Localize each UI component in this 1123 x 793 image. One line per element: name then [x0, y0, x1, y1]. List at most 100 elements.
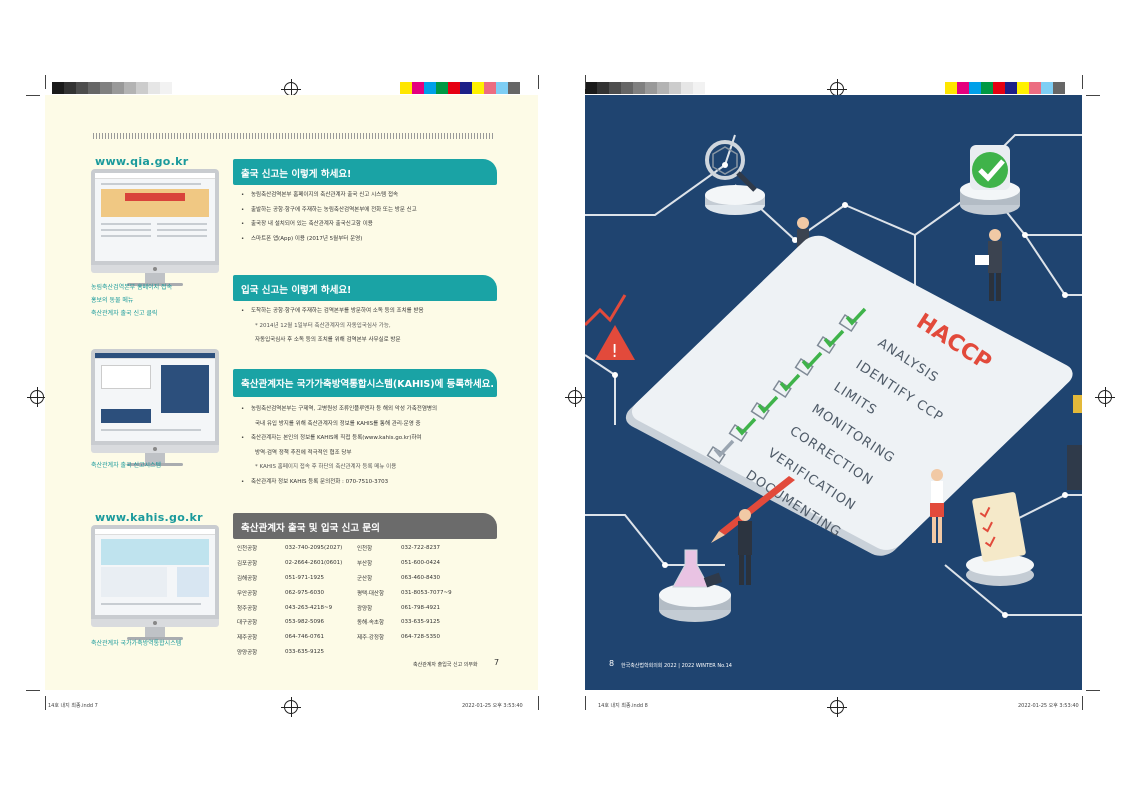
crop-mark [1086, 95, 1100, 96]
list-item: 농림축산검역본부 홈페이지의 축산관계자 출국 신고 시스템 접속 [241, 188, 501, 203]
left-page: www.qia.go.kr 농림축산검역본부 홈 [45, 95, 538, 690]
checkbox-icon [706, 445, 726, 465]
crop-mark [538, 696, 539, 710]
checkmark-icon [735, 417, 757, 436]
list-note: * KAHIS 홈페이지 접속 후 하단의 축산관계자 등록 메뉴 이용 [255, 464, 397, 470]
qia-url[interactable]: www.qia.go.kr [95, 155, 189, 168]
page-footer: 축산관계자 출입국 신고 의무화 [413, 662, 478, 668]
contact-location: 제주공항 [237, 635, 258, 642]
grayscale-bar-left [52, 82, 172, 94]
section-outbound-title: 출국 신고는 이렇게 하세요! [233, 159, 497, 185]
kahis-caption: 축산관계자 국가가축방역통합시스템 [91, 640, 182, 647]
checkmark-icon [823, 329, 845, 348]
contact-location: 양양공항 [237, 649, 258, 656]
page-number: 7 [494, 658, 500, 667]
contact-phone: 031-8053-7077~9 [401, 589, 452, 596]
list-note-cont: 자동입국심사 후 소독 등의 조치를 위해 검역본부 사무실로 방문 [255, 337, 401, 343]
list-item: 도착하는 공항·항구에 주재하는 검역본부를 방문하여 소독 등의 조치를 받음 [241, 304, 501, 319]
kahis-list: 농림축산검역본부는 구제역, 고병원성 조류인플루엔자 등 해외 악성 가축전염… [241, 402, 501, 489]
contact-phone: 043-263-4218~9 [285, 604, 333, 611]
contact-phone: 032-740-2095(2027) [285, 545, 343, 552]
outbound-list: 농림축산검역본부 홈페이지의 축산관계자 출국 신고 시스템 접속 출발하는 공… [241, 188, 501, 246]
registration-mark-icon [565, 387, 585, 407]
list-item: 스마트폰 앱(App) 이용 (2017년 5월부터 운영) [241, 232, 501, 247]
registration-mark-icon [281, 79, 301, 99]
list-item: 농림축산검역본부는 구제역, 고병원성 조류인플루엔자 등 해외 악성 가축전염… [241, 402, 501, 417]
outbound-system-screenshot [95, 353, 215, 441]
contact-phone: 053-982-5096 [285, 619, 324, 626]
checkbox-icon [816, 335, 836, 355]
qia-caption: 농림축산검역본부 홈페이지 접속 홍보의 동물 메뉴 축산관계자 출국 신고 클… [91, 284, 173, 317]
checkmark-icon [779, 373, 801, 392]
list-item: 축산관계자 정보 KAHIS 등록 문의전화 : 070-7510-3703 [241, 475, 501, 490]
contact-location: 대구공항 [237, 620, 258, 627]
checkbox-icon [750, 401, 770, 421]
slug-right-date: 2022-01-25 오후 3:53:40 [1018, 703, 1079, 709]
contact-location: 평택·대산항 [357, 590, 385, 597]
color-bar-left [400, 82, 520, 94]
contact-location: 청주공항 [237, 605, 258, 612]
crop-mark [26, 95, 40, 96]
warning-icon: ! [585, 294, 635, 362]
crop-mark [26, 690, 40, 691]
slug-left-date: 2022-01-25 오후 3:53:40 [462, 703, 523, 709]
contact-location: 군산항 [357, 575, 373, 582]
qia-homepage-screenshot [95, 173, 215, 261]
table-row: 양양공항 033-635-9125 [237, 645, 471, 660]
list-item: 출국장 내 설치되어 있는 축산관계자 출국신고함 이용 [241, 217, 501, 232]
crop-mark [1082, 696, 1083, 710]
flask-icon [659, 549, 731, 622]
page-number: 8 [609, 659, 615, 668]
grayscale-bar-right [585, 82, 705, 94]
contact-location: 제주·강정항 [357, 635, 385, 642]
contact-location: 인천항 [357, 546, 373, 553]
magnifier-icon [705, 140, 765, 215]
list-item-cont: 방역·검역 정책 추진에 적극적인 협조 당부 [255, 449, 352, 456]
checkmark-icon [801, 351, 823, 370]
crop-mark [1082, 75, 1083, 89]
list-item: 축산관계자는 본인의 정보를 KAHIS에 직접 등록(www.kahis.go… [241, 431, 501, 446]
haccp-board [625, 235, 1073, 556]
page-footer: 한국축산법학회의회 2022 | 2022 WINTER No.14 [621, 663, 732, 669]
checkmark-icon [757, 395, 779, 414]
slug-right: 14호 내지 최종.indd 8 [598, 703, 648, 709]
clipboard-icon [966, 492, 1034, 586]
svg-text:!: ! [611, 341, 618, 362]
contact-phone: 033-635-9125 [285, 648, 324, 655]
contact-location [357, 645, 401, 660]
contact-phone: 064-746-0761 [285, 634, 324, 641]
list-item: 출발하는 공항·항구에 주재하는 농림축산검역본부에 전화 또는 방문 신고 [241, 203, 501, 218]
outbound-system-caption: 축산관계자 출국 신고시스템 [91, 462, 162, 469]
contact-phone: 064-728-5350 [401, 634, 440, 641]
contact-location: 광양항 [357, 605, 373, 612]
crop-mark [45, 696, 46, 710]
kahis-screenshot [95, 529, 215, 615]
checkbox-icon [838, 313, 858, 333]
dotted-rule [93, 133, 495, 139]
contact-phone [401, 645, 471, 660]
cup-icon [1073, 395, 1082, 413]
registration-mark-icon [1095, 387, 1115, 407]
contact-phone: 02-2664-2601(0601) [285, 560, 343, 567]
monitor-icon [91, 525, 219, 640]
contact-phone: 051-971-1925 [285, 574, 324, 581]
registration-mark-icon [827, 79, 847, 99]
contact-phone: 033-635-9125 [401, 619, 440, 626]
crop-mark [1086, 690, 1100, 691]
crop-mark [585, 75, 586, 89]
registration-mark-icon [27, 387, 47, 407]
contact-location: 김해공항 [237, 575, 258, 582]
section-kahis-title: 축산관계자는 국가가축방역통합시스템(KAHIS)에 등록하세요. [233, 369, 497, 397]
person-figure [975, 229, 1002, 301]
kahis-url[interactable]: www.kahis.go.kr [95, 511, 203, 524]
checkbox-icon [772, 379, 792, 399]
registration-mark-icon [281, 697, 301, 717]
contact-phone: 032-722-8237 [401, 545, 440, 552]
